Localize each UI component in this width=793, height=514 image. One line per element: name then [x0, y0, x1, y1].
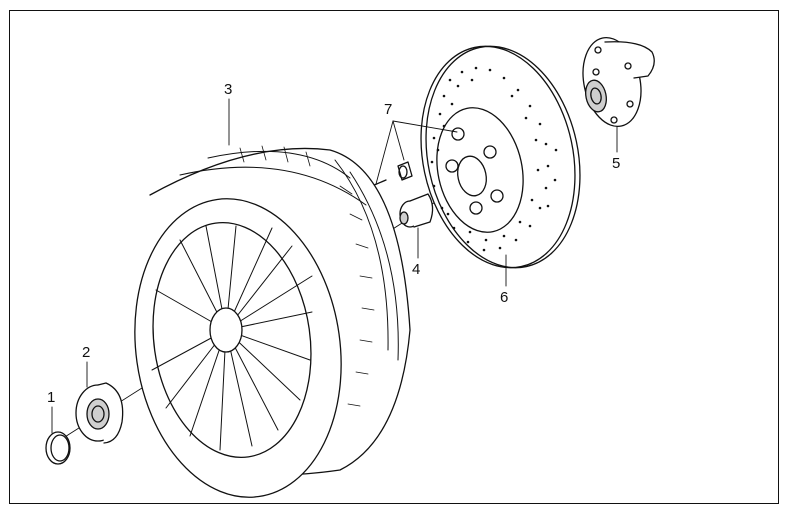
leader-7b [392, 120, 405, 161]
callout-7: 7 [384, 101, 393, 118]
locating-pin-and-screw [368, 161, 413, 191]
brake-disc [420, 45, 581, 269]
callout-2: 2 [82, 344, 91, 361]
callout-3: 3 [224, 81, 233, 98]
disc-drill-holes [430, 66, 558, 252]
leader-7c [375, 120, 394, 185]
callout-4: 4 [412, 261, 421, 278]
wheel-hub [582, 36, 655, 128]
sealing-cap [45, 431, 71, 465]
leader-7a [392, 120, 458, 133]
center-lock-adapter [399, 193, 434, 228]
callout-1: 1 [47, 389, 56, 406]
callout-5: 5 [612, 155, 621, 172]
wheel-and-tyre [134, 145, 411, 498]
tyre-tread [239, 145, 375, 407]
central-lock-nut [75, 382, 124, 444]
disc-bolt-bosses [445, 127, 504, 215]
callout-6: 6 [500, 289, 509, 306]
